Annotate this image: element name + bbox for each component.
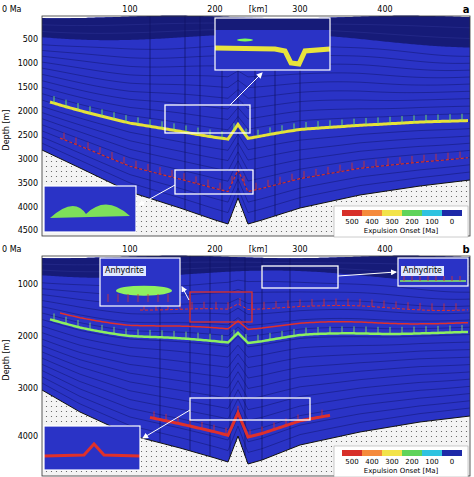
legend-tick: 200 bbox=[405, 219, 418, 226]
panel-letter: a bbox=[463, 5, 470, 15]
legend-title: Expulsion Onset [Ma] bbox=[364, 228, 439, 235]
depth-tick: 4000 bbox=[18, 204, 38, 212]
time-label: 0 Ma bbox=[2, 6, 21, 14]
color-swatch bbox=[342, 450, 362, 456]
panel-letter: b bbox=[462, 245, 469, 255]
color-swatch bbox=[362, 210, 382, 216]
zoom-outline bbox=[165, 105, 250, 133]
color-swatch bbox=[422, 450, 442, 456]
legend-tick: 200 bbox=[405, 459, 418, 466]
inset-panel: Anhydrite bbox=[100, 258, 180, 306]
axis-tick: 200 bbox=[207, 246, 222, 254]
depth-tick: 2000 bbox=[18, 108, 38, 116]
color-swatch bbox=[442, 450, 462, 456]
basin-section bbox=[0, 0, 474, 238]
axis-tick: 400 bbox=[377, 6, 392, 14]
zoom-arrow bbox=[230, 73, 262, 105]
zoom-inset bbox=[44, 426, 140, 470]
zoom-arrow bbox=[143, 410, 190, 438]
legend-tick: 0 bbox=[450, 219, 454, 226]
axis-tick: 400 bbox=[377, 246, 392, 254]
zoom-arrow bbox=[139, 185, 175, 205]
zoom-outline bbox=[190, 292, 252, 322]
depth-tick: 1500 bbox=[18, 84, 38, 92]
depth-tick: 1000 bbox=[18, 60, 38, 68]
inset-panel: Anhydrite bbox=[398, 258, 468, 286]
zoom-inset bbox=[44, 186, 136, 232]
axis-tick: 300 bbox=[292, 6, 307, 14]
depth-tick: 4000 bbox=[18, 433, 38, 441]
depth-tick: 3000 bbox=[18, 156, 38, 164]
zoom-outline bbox=[175, 170, 253, 194]
depth-tick: 2000 bbox=[18, 333, 38, 341]
zoom-outline bbox=[262, 266, 338, 288]
time-label: 0 Ma bbox=[2, 246, 21, 254]
color-swatch bbox=[442, 210, 462, 216]
axis-tick: 300 bbox=[292, 246, 307, 254]
depth-tick: 4500 bbox=[18, 227, 38, 235]
axis-tick: 200 bbox=[207, 6, 222, 14]
color-swatch bbox=[342, 210, 362, 216]
axis-title: Depth [m] bbox=[3, 340, 11, 381]
legend-tick: 400 bbox=[365, 459, 378, 466]
color-swatch bbox=[402, 210, 422, 216]
legend-tick: 500 bbox=[345, 459, 358, 466]
zoom-arrow bbox=[338, 272, 396, 276]
legend-tick: 500 bbox=[345, 219, 358, 226]
zoom-inset bbox=[215, 18, 330, 70]
color-swatch bbox=[382, 210, 402, 216]
color-swatch bbox=[362, 450, 382, 456]
axis-title: Depth [m] bbox=[3, 110, 11, 151]
legend-tick: 100 bbox=[425, 459, 438, 466]
legend-tick: 400 bbox=[365, 219, 378, 226]
zoom-arrow bbox=[182, 287, 189, 300]
inset-title: Anhydrite bbox=[103, 266, 146, 276]
inset-title: Anhydrite bbox=[401, 266, 444, 276]
legend-tick: 100 bbox=[425, 219, 438, 226]
depth-tick: 1000 bbox=[18, 281, 38, 289]
color-swatch bbox=[382, 450, 402, 456]
zoom-inset bbox=[398, 258, 468, 286]
basin-section bbox=[0, 240, 474, 477]
depth-tick: 500 bbox=[23, 36, 38, 44]
zoom-outline bbox=[190, 398, 310, 420]
color-swatch bbox=[422, 210, 442, 216]
legend-tick: 300 bbox=[385, 219, 398, 226]
depth-tick: 3000 bbox=[18, 385, 38, 393]
axis-tick: 100 bbox=[122, 246, 137, 254]
color-swatch bbox=[402, 450, 422, 456]
legend-title: Expulsion Onset [Ma] bbox=[364, 468, 439, 475]
axis-unit: [km] bbox=[249, 246, 268, 254]
axis-unit: [km] bbox=[249, 6, 268, 14]
zoom-inset bbox=[100, 258, 180, 306]
legend-tick: 300 bbox=[385, 459, 398, 466]
depth-tick: 3500 bbox=[18, 180, 38, 188]
depth-tick: 2500 bbox=[18, 132, 38, 140]
axis-tick: 100 bbox=[122, 6, 137, 14]
legend-tick: 0 bbox=[450, 459, 454, 466]
